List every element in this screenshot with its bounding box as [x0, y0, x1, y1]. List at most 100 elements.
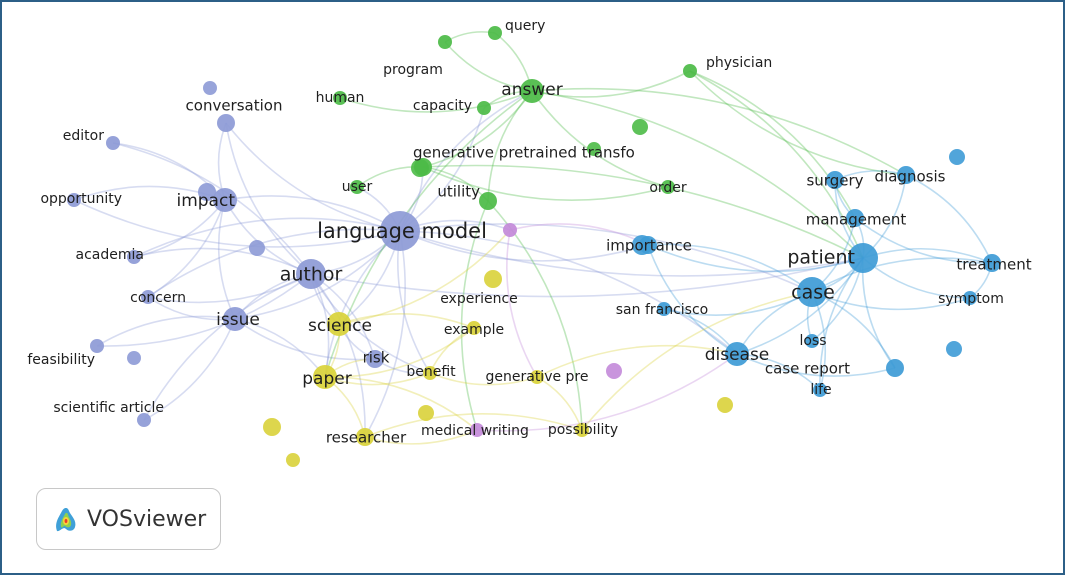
unlabeled-node-7[interactable]	[286, 453, 300, 467]
node-label-answer[interactable]: answer	[501, 80, 562, 100]
node-order[interactable]	[661, 180, 675, 194]
node-label-utility[interactable]: utility	[437, 183, 480, 201]
node-author[interactable]	[296, 259, 326, 289]
node-surgery[interactable]	[826, 171, 844, 189]
node-label-query[interactable]: query	[505, 18, 545, 34]
node-conversation[interactable]	[217, 114, 235, 132]
unlabeled-node-10[interactable]	[587, 142, 601, 156]
unlabeled-node-11[interactable]	[632, 119, 648, 135]
node-label-science[interactable]: science	[308, 316, 372, 336]
node-label-order[interactable]: order	[649, 180, 687, 196]
node-issue[interactable]	[223, 307, 247, 331]
node-query[interactable]	[488, 26, 502, 40]
node-san-francisco[interactable]	[657, 302, 671, 316]
node-paper[interactable]	[313, 365, 337, 389]
node-label-academia[interactable]: academia	[76, 247, 144, 263]
node-possibility[interactable]	[575, 423, 589, 437]
node-label-risk[interactable]: risk	[363, 349, 390, 367]
node-label-patient[interactable]: patient	[787, 247, 855, 269]
node-feasibility[interactable]	[90, 339, 104, 353]
node-disease[interactable]	[725, 342, 749, 366]
node-label-benefit[interactable]: benefit	[406, 364, 456, 380]
node-life[interactable]	[813, 383, 827, 397]
node-patient[interactable]	[848, 243, 878, 273]
node-loss[interactable]	[805, 334, 819, 348]
node-label-san-francisco[interactable]: san francisco	[616, 302, 708, 318]
unlabeled-node-3[interactable]	[127, 351, 141, 365]
node-editor[interactable]	[106, 136, 120, 150]
node-human[interactable]	[333, 91, 347, 105]
node-label-language-model[interactable]: language model	[317, 219, 487, 243]
node-label-disease[interactable]: disease	[705, 345, 770, 365]
node-label-concern[interactable]: concern	[130, 290, 186, 306]
node-label-possibility[interactable]: possibility	[548, 422, 618, 438]
node-scientific-article[interactable]	[137, 413, 151, 427]
node-label-physician[interactable]: physician	[706, 55, 772, 71]
node-utility[interactable]	[479, 192, 497, 210]
node-example[interactable]	[467, 321, 481, 335]
node-answer[interactable]	[520, 79, 544, 103]
node-label-feasibility[interactable]: feasibility	[27, 352, 95, 368]
node-label-life[interactable]: life	[810, 382, 831, 398]
node-label-importance[interactable]: importance	[606, 237, 692, 255]
unlabeled-node-14[interactable]	[949, 149, 965, 165]
node-label-program[interactable]: program	[383, 62, 443, 78]
node-label-case[interactable]: case	[791, 282, 835, 304]
node-diagnosis[interactable]	[897, 166, 915, 184]
node-label-gpt[interactable]: generative pretrained transfo	[413, 144, 635, 162]
node-label-surgery[interactable]: surgery	[806, 172, 863, 190]
node-label-generative-pre[interactable]: generative pre	[486, 369, 589, 385]
node-label-opportunity[interactable]: opportunity	[40, 191, 122, 207]
node-label-human[interactable]: human	[316, 90, 365, 106]
unlabeled-node-2[interactable]	[249, 240, 265, 256]
node-label-editor[interactable]: editor	[63, 128, 104, 144]
node-impact[interactable]	[213, 188, 237, 212]
node-academia[interactable]	[127, 250, 141, 264]
node-science[interactable]	[327, 312, 351, 336]
node-benefit[interactable]	[423, 366, 437, 380]
node-label-management[interactable]: management	[806, 211, 907, 229]
unlabeled-node-4[interactable]	[606, 363, 622, 379]
node-researcher[interactable]	[356, 428, 374, 446]
node-generative-pre[interactable]	[530, 370, 544, 384]
node-physician[interactable]	[683, 64, 697, 78]
node-capacity[interactable]	[477, 101, 491, 115]
node-label-author[interactable]: author	[280, 264, 343, 286]
node-concern[interactable]	[141, 290, 155, 304]
node-label-symptom[interactable]: symptom	[938, 291, 1004, 307]
node-treatment[interactable]	[983, 254, 1001, 272]
unlabeled-node-13[interactable]	[946, 341, 962, 357]
node-label-medical-writing[interactable]: medical writing	[421, 423, 529, 439]
node-case[interactable]	[797, 277, 827, 307]
node-case-report[interactable]	[886, 359, 904, 377]
node-label-impact[interactable]: impact	[176, 191, 235, 211]
unlabeled-node-9[interactable]	[484, 270, 502, 288]
node-label-scientific-article[interactable]: scientific article	[53, 400, 164, 416]
node-medical-writing[interactable]	[470, 423, 484, 437]
node-symptom[interactable]	[963, 291, 977, 305]
node-label-experience[interactable]: experience	[440, 291, 518, 307]
node-label-issue[interactable]: issue	[216, 310, 260, 330]
node-risk[interactable]	[366, 350, 384, 368]
node-label-diagnosis[interactable]: diagnosis	[875, 168, 946, 186]
node-label-researcher[interactable]: researcher	[326, 429, 407, 447]
node-label-paper[interactable]: paper	[302, 369, 351, 389]
node-label-case-report[interactable]: case report	[765, 360, 850, 378]
node-label-capacity[interactable]: capacity	[413, 98, 472, 114]
node-label-treatment[interactable]: treatment	[956, 256, 1031, 274]
unlabeled-node-0[interactable]	[203, 81, 217, 95]
node-gpt[interactable]	[414, 158, 432, 176]
unlabeled-node-5[interactable]	[717, 397, 733, 413]
node-label-conversation[interactable]: conversation	[186, 97, 283, 115]
node-user[interactable]	[350, 180, 364, 194]
node-management[interactable]	[846, 209, 864, 227]
node-importance[interactable]	[639, 236, 657, 254]
unlabeled-node-1[interactable]	[198, 183, 216, 201]
node-experience[interactable]	[503, 223, 517, 237]
node-label-loss[interactable]: loss	[799, 333, 826, 349]
unlabeled-node-6[interactable]	[263, 418, 281, 436]
node-language-model[interactable]	[380, 211, 420, 251]
unlabeled-node-8[interactable]	[418, 405, 434, 421]
node-program[interactable]	[438, 35, 452, 49]
